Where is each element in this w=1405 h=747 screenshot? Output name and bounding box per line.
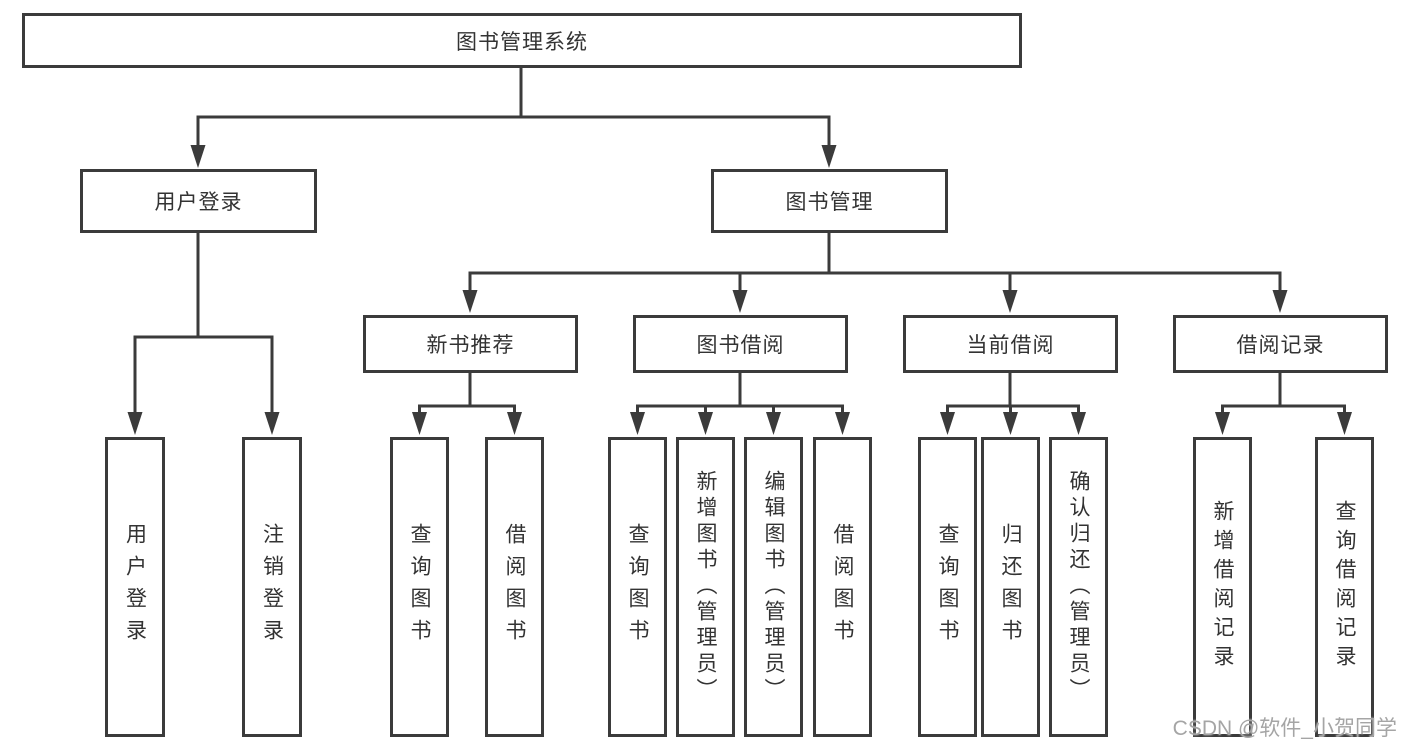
node-book-borrow-label: 图书借阅 [696, 334, 785, 357]
node-root: 图书管理系统 [22, 13, 1022, 68]
node-new-book-recommend: 新书推荐 [363, 315, 578, 373]
leaf-return-book-label: 归还图书 [999, 523, 1022, 651]
node-user-login: 用户登录 [80, 169, 317, 233]
node-book-borrow: 图书借阅 [633, 315, 848, 373]
leaf-query-book-2: 查询图书 [608, 437, 667, 737]
leaf-user-login-label: 用户登录 [123, 523, 147, 651]
leaf-query-borrow-record-label: 查询借阅记录 [1333, 500, 1356, 674]
csdn-watermark: CSDN @软件_小贺同学 [1172, 717, 1397, 740]
leaf-confirm-return-admin-label: 确认归还（管理员） [1067, 470, 1090, 704]
node-current-borrow-label: 当前借阅 [966, 334, 1055, 357]
node-new-book-recommend-label: 新书推荐 [426, 334, 515, 357]
leaf-query-book-1: 查询图书 [390, 437, 449, 737]
leaf-add-borrow-record: 新增借阅记录 [1193, 437, 1252, 737]
node-borrow-records: 借阅记录 [1173, 315, 1388, 373]
leaf-add-book-admin: 新增图书（管理员） [676, 437, 735, 737]
leaf-add-book-admin-label: 新增图书（管理员） [694, 470, 717, 704]
leaf-borrow-book-2-label: 借阅图书 [831, 523, 854, 651]
node-root-label: 图书管理系统 [456, 30, 588, 54]
leaf-edit-book-admin: 编辑图书（管理员） [744, 437, 803, 737]
leaf-query-book-3-label: 查询图书 [936, 523, 959, 651]
leaf-user-login: 用户登录 [105, 437, 165, 737]
leaf-edit-book-admin-label: 编辑图书（管理员） [762, 470, 785, 704]
leaf-add-borrow-record-label: 新增借阅记录 [1211, 500, 1234, 674]
leaf-logout-label: 注销登录 [260, 523, 284, 651]
node-current-borrow: 当前借阅 [903, 315, 1118, 373]
leaf-query-book-2-label: 查询图书 [626, 523, 649, 651]
leaf-borrow-book-2: 借阅图书 [813, 437, 872, 737]
node-borrow-records-label: 借阅记录 [1236, 334, 1325, 357]
node-book-management: 图书管理 [711, 169, 948, 233]
leaf-borrow-book-1-label: 借阅图书 [503, 523, 526, 651]
node-user-login-label: 用户登录 [154, 191, 243, 214]
leaf-borrow-book-1: 借阅图书 [485, 437, 544, 737]
arrowhead-icons [127, 145, 1352, 435]
leaf-query-borrow-record: 查询借阅记录 [1315, 437, 1374, 737]
leaf-query-book-3: 查询图书 [918, 437, 977, 737]
leaf-query-book-1-label: 查询图书 [408, 523, 431, 651]
leaf-logout: 注销登录 [242, 437, 302, 737]
leaf-confirm-return-admin: 确认归还（管理员） [1049, 437, 1108, 737]
leaf-return-book: 归还图书 [981, 437, 1040, 737]
node-book-management-label: 图书管理 [785, 191, 874, 214]
